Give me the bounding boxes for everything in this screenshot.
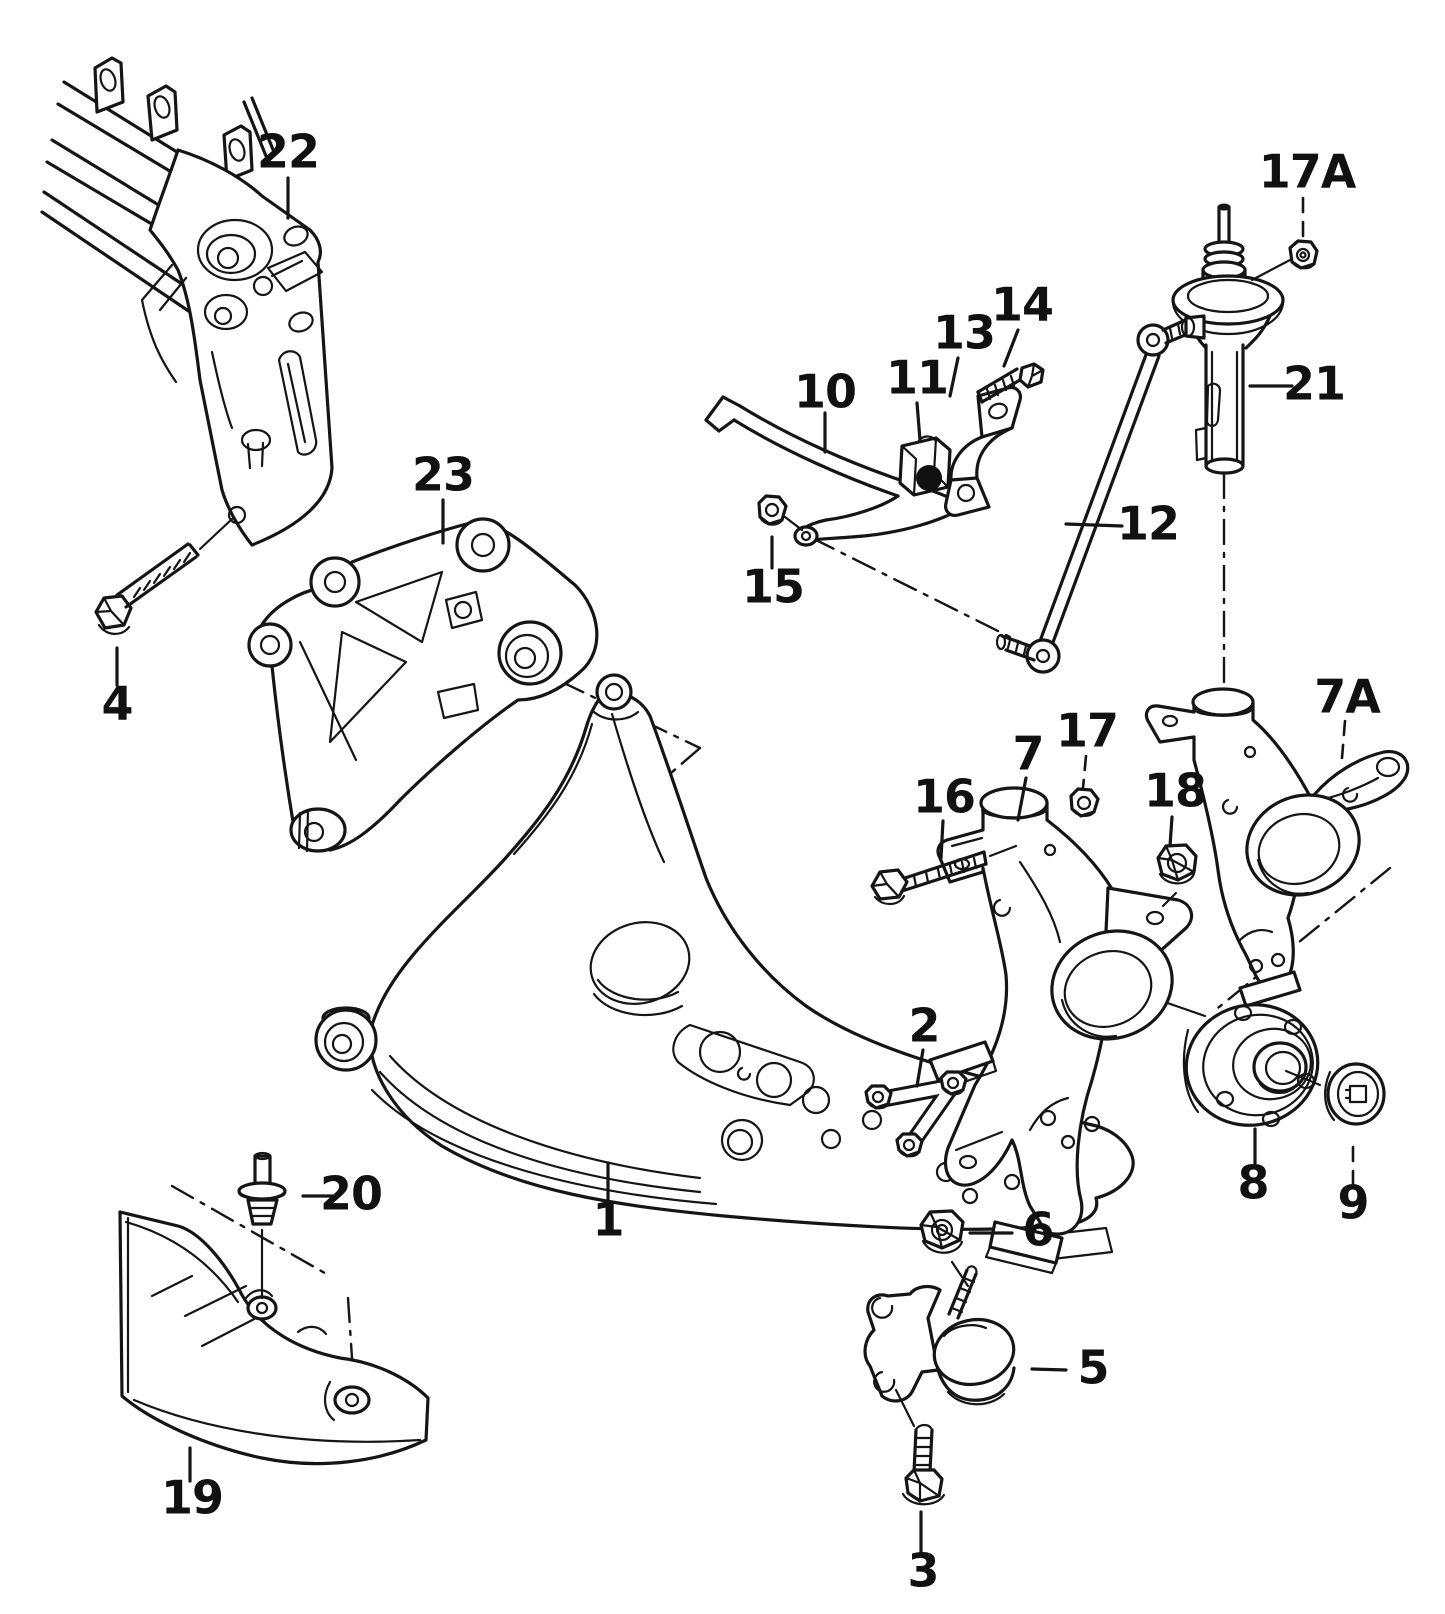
part-17a-nut	[1250, 239, 1319, 282]
part-label-7A: 7A	[1314, 669, 1381, 724]
plate-nut	[939, 1070, 968, 1096]
part-label-6: 6	[1022, 1202, 1054, 1257]
part-label-5: 5	[1077, 1340, 1109, 1395]
part-14-bolt	[976, 362, 1045, 404]
part-label-10: 10	[793, 364, 857, 419]
part-label-4: 4	[101, 676, 133, 731]
part-21-strut	[1171, 203, 1285, 475]
part-2-plate	[864, 1070, 968, 1158]
part-20-clip	[237, 1151, 287, 1300]
part-6-nut	[919, 1209, 970, 1288]
part-label-20: 20	[319, 1166, 383, 1221]
part-label-15: 15	[741, 559, 805, 614]
part-3-bolt	[894, 1388, 946, 1506]
part-label-7: 7	[1012, 726, 1044, 781]
part-label-22: 22	[256, 124, 320, 179]
part-label-17: 17	[1055, 703, 1119, 758]
part-13-clamp	[944, 386, 1022, 517]
part-8-hub	[1182, 1003, 1322, 1128]
part-label-14: 14	[990, 277, 1054, 332]
part-10-stabilizer-bar	[704, 395, 968, 547]
part-18-nut	[1156, 843, 1198, 908]
part-label-21: 21	[1282, 356, 1346, 411]
part-22-subframe	[40, 56, 334, 547]
part-19-cover	[118, 1210, 430, 1466]
part-16-bolt	[870, 844, 1018, 906]
part-label-2: 2	[908, 998, 940, 1053]
part-label-23: 23	[411, 447, 475, 502]
part-9-cap	[1324, 1062, 1386, 1126]
bushing-bore-highlight	[916, 465, 942, 491]
part-17-nut	[1069, 787, 1100, 818]
part-7a-wheel-bearing-housing	[1144, 687, 1410, 1008]
leader-lines	[115, 176, 1355, 1555]
plate-nut	[864, 1084, 893, 1110]
part-label-9: 9	[1337, 1175, 1369, 1230]
part-4-bolt	[94, 517, 234, 635]
part-label-13: 13	[932, 305, 996, 360]
part-23-bracket	[247, 517, 599, 853]
part-label-8: 8	[1237, 1155, 1269, 1210]
part-5-ball-joint	[863, 1265, 1016, 1406]
part-15-nut	[757, 494, 804, 532]
part-label-1: 1	[592, 1192, 624, 1247]
part-label-11: 11	[885, 350, 949, 405]
part-11-bushing	[898, 435, 952, 497]
part-label-18: 18	[1143, 763, 1207, 818]
plate-nut	[895, 1132, 924, 1158]
part-12-link	[995, 316, 1194, 674]
part-label-16: 16	[912, 769, 976, 824]
part-label-17A: 17A	[1258, 144, 1357, 199]
part-label-3: 3	[907, 1543, 939, 1598]
part-label-19: 19	[160, 1470, 224, 1525]
part-label-12: 12	[1116, 496, 1180, 551]
